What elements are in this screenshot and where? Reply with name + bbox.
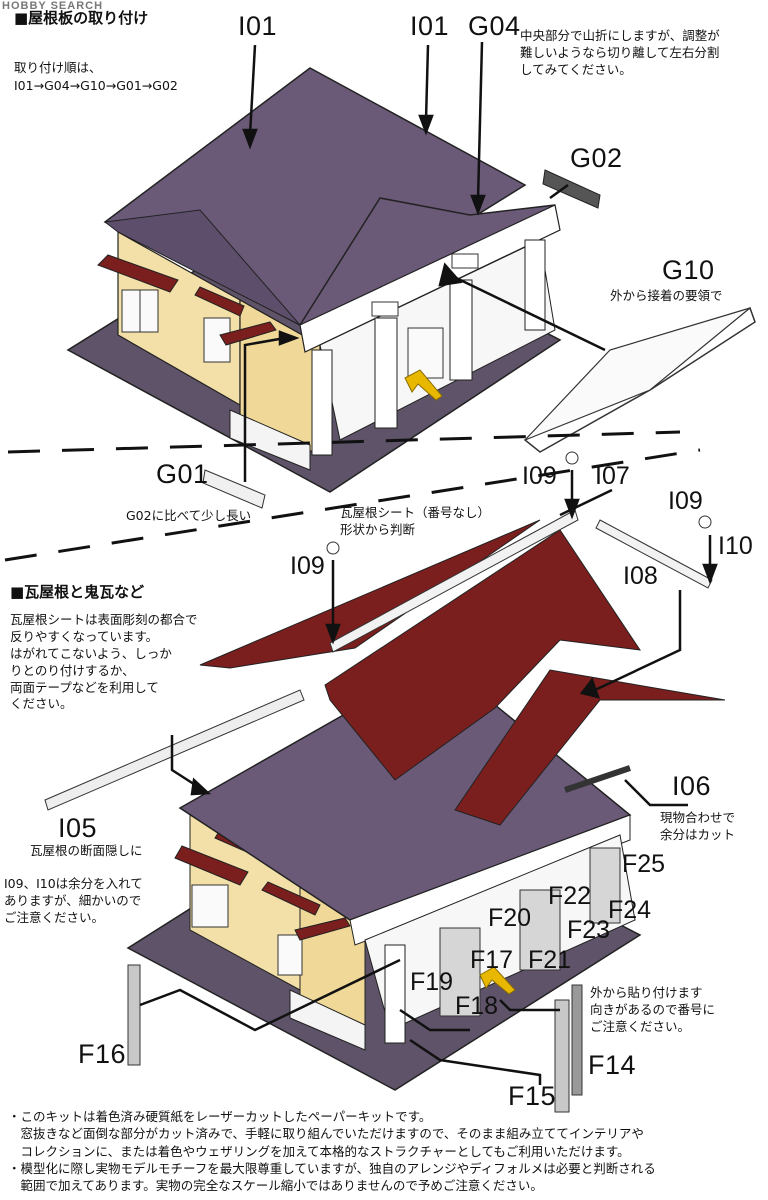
lower-porch-fascia [349,814,631,946]
upper-vent-1 [371,301,399,317]
roof-board-heading: ■屋根板の取り付け [14,9,149,27]
upper-awning-1 [97,254,179,293]
part-i09-cap-1 [326,541,340,555]
label-i05: I05 [58,813,98,843]
part-f15-panel [554,999,570,1113]
footer-line: コレクションに、または着色やウェザリングを加えて本格的なストラクチャーとしてもご… [8,1143,630,1159]
label-i06: I06 [672,771,712,801]
lower-awning-4 [294,917,351,941]
lower-awning-1 [174,845,249,886]
g04-note: 中央部分で山折にしますが、調整が 難しいようなら切り離して左右分割 してみてくだ… [520,28,720,77]
label-g01: G01 [156,459,209,489]
label-f22: F22 [548,882,592,910]
label-f14: F14 [588,1050,637,1080]
tile-roof-note: 瓦屋根シートは表面彫刻の都合で 反りやすくなっています。 はがれてこないよう、し… [10,612,198,712]
part-g02-strip [542,169,601,209]
footer-line: ・このキットは着色済み硬質紙をレーザーカットしたペーパーキットです。 [8,1109,432,1124]
watermark-logo: HOBBY SEARCH [2,0,104,12]
label-i09-c: I09 [290,552,325,580]
label-f16: F16 [78,1039,127,1069]
label-f20: F20 [488,904,532,932]
footer-line: ・模型化に際し実物モデルモチーフを最大限尊重していますが、独自のアレンジやディフ… [8,1160,656,1176]
lower-window-2 [277,934,303,976]
upper-building-model [66,67,562,493]
part-i05-strip [44,689,305,811]
lower-porch-floor [364,834,636,1031]
label-f23: F23 [567,916,611,944]
label-i10: I10 [718,532,753,560]
upper-pillar-2 [374,317,398,429]
lower-window-1 [191,884,229,928]
lower-building-model [126,659,642,1091]
part-f16-panel [127,964,141,1066]
part-i09-cap-2 [565,451,579,465]
lower-awning-3 [261,881,321,916]
footer-line: 範囲で加えてあります。実物の完全なスケール縮小ではありませんので予めご注意くださ… [8,1178,543,1193]
part-g10-panel-body [524,307,751,441]
i05-note: 瓦屋根の断面隠しに [30,843,143,858]
upper-porch-fascia [299,204,561,353]
label-i09-a: I09 [522,462,557,490]
lower-arrows [139,470,718,1085]
label-f25: F25 [622,850,666,878]
tile-sheet-left [199,519,541,669]
label-g02: G02 [570,143,623,173]
label-i01-b: I01 [410,11,450,41]
label-f18: F18 [455,992,499,1020]
part-f14-panel [571,984,583,1096]
part-i07-ridge [329,509,579,653]
upper-door [407,327,444,379]
i09-i10-note: I09、I10は余分を入れて ありますが、細かいので ご注意ください。 [4,876,143,925]
tile-sheet-center [324,529,642,781]
g01-note: G02に比べて少し長い [126,508,252,523]
label-f17: F17 [470,946,514,974]
tile-roof-sheets [44,451,726,1113]
label-i07: I07 [595,462,630,490]
lower-pillar-stone-1 [439,927,481,1017]
lower-pillar-stone-3 [589,847,621,924]
part-g01-strip [202,469,266,509]
upper-arrows [242,41,606,482]
upper-pillar-4 [524,239,546,331]
install-order-label: 取り付け順は、 [14,60,102,75]
upper-pillar-1 [311,349,333,456]
kit-description-footer: ・このキットは着色済み硬質紙をレーザーカットしたペーパーキットです。 窓抜きなど… [8,1108,760,1194]
label-g04: G04 [468,11,521,41]
tile-sheet-note: 瓦屋根シート（番号なし） 形状から判断 [340,505,491,537]
f14-note: 外から貼り付けます 向きがあるので番号に ご注意ください。 [590,985,716,1034]
g10-note: 外から接着の要領で [610,288,723,303]
label-f21: F21 [528,946,572,974]
part-i09-cap-3 [698,515,712,529]
tile-sheet-right [454,669,726,826]
upper-vent-2 [451,253,479,269]
label-f24: F24 [608,896,652,924]
upper-loose-parts [202,169,756,509]
label-f15: F15 [508,1081,557,1111]
lower-pillar-stone-2 [519,889,561,971]
lower-yellow-arrow-marker [479,966,516,995]
tile-roof-heading: ■瓦屋根と鬼瓦など [10,583,145,601]
label-f19: F19 [410,968,454,996]
upper-foundation [229,409,311,471]
footer-line: 窓抜きなど面倒な部分がカット済みで、手軽に取り組んでいただけますので、そのまま組… [8,1126,644,1142]
label-i01-a: I01 [238,11,278,41]
lower-pillar-1 [384,944,406,1044]
upper-yellow-arrow-marker [404,369,443,401]
upper-awning-3 [194,286,245,317]
label-i09-b: I09 [668,487,703,515]
section-dashed-divider [4,430,701,562]
i06-note: 現物合わせで 余分はカット [660,810,736,842]
part-i06-strip [564,765,631,793]
upper-awning-4 [219,321,277,346]
label-g10: G10 [662,255,715,285]
upper-pillar-3 [449,279,473,381]
install-order-sequence: I01→G04→G10→G01→G02 [14,78,178,93]
part-i08-ridge [595,519,713,589]
label-i08: I08 [623,562,658,590]
